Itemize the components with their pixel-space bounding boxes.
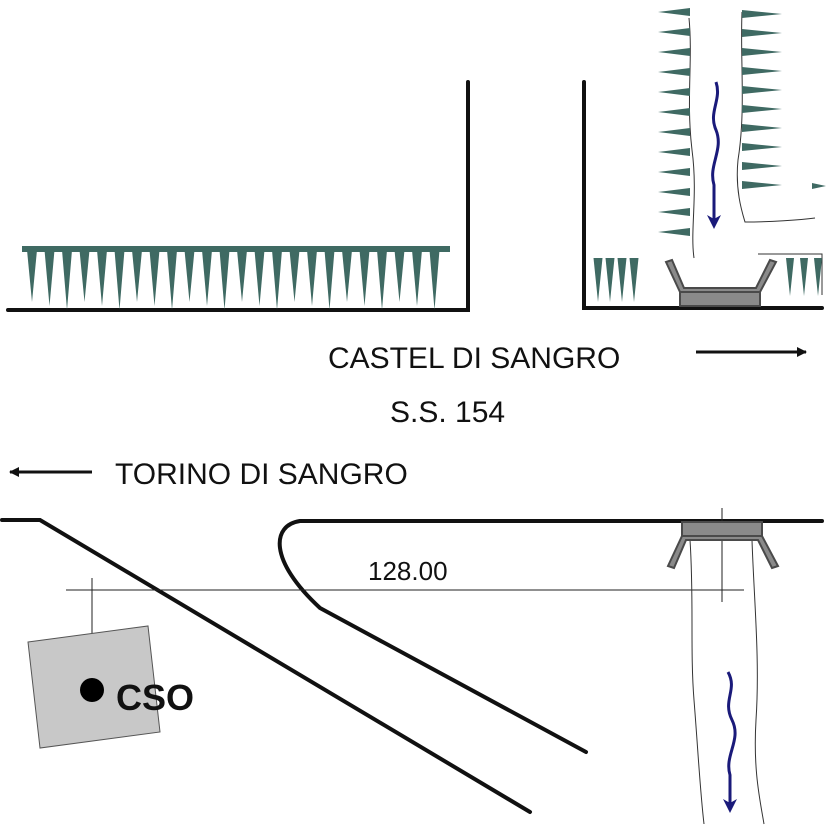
lot-boundary-right	[582, 80, 824, 310]
upper-left-lot	[6, 80, 470, 312]
vegetation-spike	[814, 258, 822, 296]
vegetation-spike	[658, 68, 690, 76]
bridge-upper	[664, 258, 778, 293]
vegetation-spike	[658, 48, 690, 56]
vegetation-spike	[184, 250, 195, 302]
vegetation-spike	[658, 88, 690, 96]
vegetation-spike	[742, 29, 782, 37]
vegetation-spike	[658, 188, 690, 196]
vegetation-spike	[44, 250, 55, 306]
point-marker-icon	[80, 678, 104, 702]
bridge-deck-upper	[679, 291, 761, 307]
vegetation-spike	[605, 258, 615, 302]
label-elevation: 128.00	[368, 556, 448, 586]
vegetation-spike	[658, 128, 690, 136]
river-bank-west	[688, 17, 695, 259]
upper-right-lot	[582, 8, 826, 310]
label-castel-di-sangro: CASTEL DI SANGRO	[328, 342, 620, 375]
vegetation-spike	[658, 228, 690, 236]
road-diagonal-outer	[0, 518, 532, 814]
vegetation-spike	[658, 8, 690, 16]
lower-river	[666, 521, 780, 825]
label-torino-di-sangro: TORINO DI SANGRO	[115, 458, 408, 491]
vegetation-spike	[786, 258, 794, 296]
road-diagonal-inner	[277, 519, 588, 754]
bank-edge-right	[758, 253, 823, 295]
lot-boundary-left	[6, 80, 470, 312]
vegetation-spike	[593, 258, 603, 302]
bridge-lower	[666, 535, 780, 570]
flow-arrow-icon	[723, 671, 737, 813]
vegetation-spike	[219, 250, 230, 310]
vegetation-spike	[167, 250, 177, 310]
vegetation-spike	[742, 105, 782, 113]
vegetation-spike	[617, 258, 627, 302]
vegetation-spike	[289, 250, 300, 302]
vegetation-spike	[742, 86, 782, 94]
vegetation-spike	[742, 124, 782, 132]
river-bank-west-lower	[689, 539, 705, 825]
river-bank-east-lower	[751, 539, 765, 825]
vegetation-spike	[742, 181, 782, 189]
vegetation-spike	[202, 250, 212, 306]
vegetation-spike	[237, 250, 247, 302]
vegetation-spike	[812, 183, 826, 189]
vegetation-spike	[27, 250, 37, 302]
vegetation-spike	[272, 250, 282, 310]
vegetation-spike	[429, 250, 440, 310]
vegetation-spike	[742, 162, 782, 170]
vegetation-spike	[97, 250, 107, 306]
vegetation-spike	[114, 250, 125, 310]
label-road-ss154: S.S. 154	[390, 396, 505, 429]
vegetation-spike	[658, 208, 690, 216]
vegetation-spike	[62, 250, 72, 310]
vegetation-spike	[377, 250, 387, 310]
vegetation-spike	[742, 10, 782, 18]
vegetation-spike	[79, 250, 90, 302]
flow-arrow-icon	[707, 81, 721, 229]
vegetation-spike	[658, 108, 690, 116]
cso-site: CSO	[27, 625, 194, 749]
vegetation-spike	[742, 143, 782, 151]
vegetation-spike	[658, 148, 690, 156]
vegetation-spike	[149, 250, 160, 306]
riverbank-vegetation	[593, 8, 826, 302]
vegetation-spike	[324, 250, 335, 310]
bridge-deck-lower	[681, 521, 763, 537]
vegetation-row	[22, 246, 450, 310]
vegetation-spike	[800, 258, 808, 296]
vegetation-spike	[394, 250, 405, 302]
river-bank-east	[736, 11, 816, 223]
vegetation-spike	[359, 250, 370, 306]
vegetation-spike	[658, 28, 690, 36]
label-cso: CSO	[116, 677, 194, 718]
vegetation-spike	[342, 250, 352, 302]
vegetation-band	[22, 246, 450, 252]
vegetation-spike	[307, 250, 317, 306]
vegetation-spike	[254, 250, 265, 306]
vegetation-spike	[132, 250, 142, 302]
vegetation-spike	[742, 67, 782, 75]
vegetation-spike	[742, 48, 782, 56]
vegetation-spike	[629, 258, 639, 302]
vegetation-spike	[412, 250, 422, 306]
vegetation-spike	[658, 168, 690, 176]
